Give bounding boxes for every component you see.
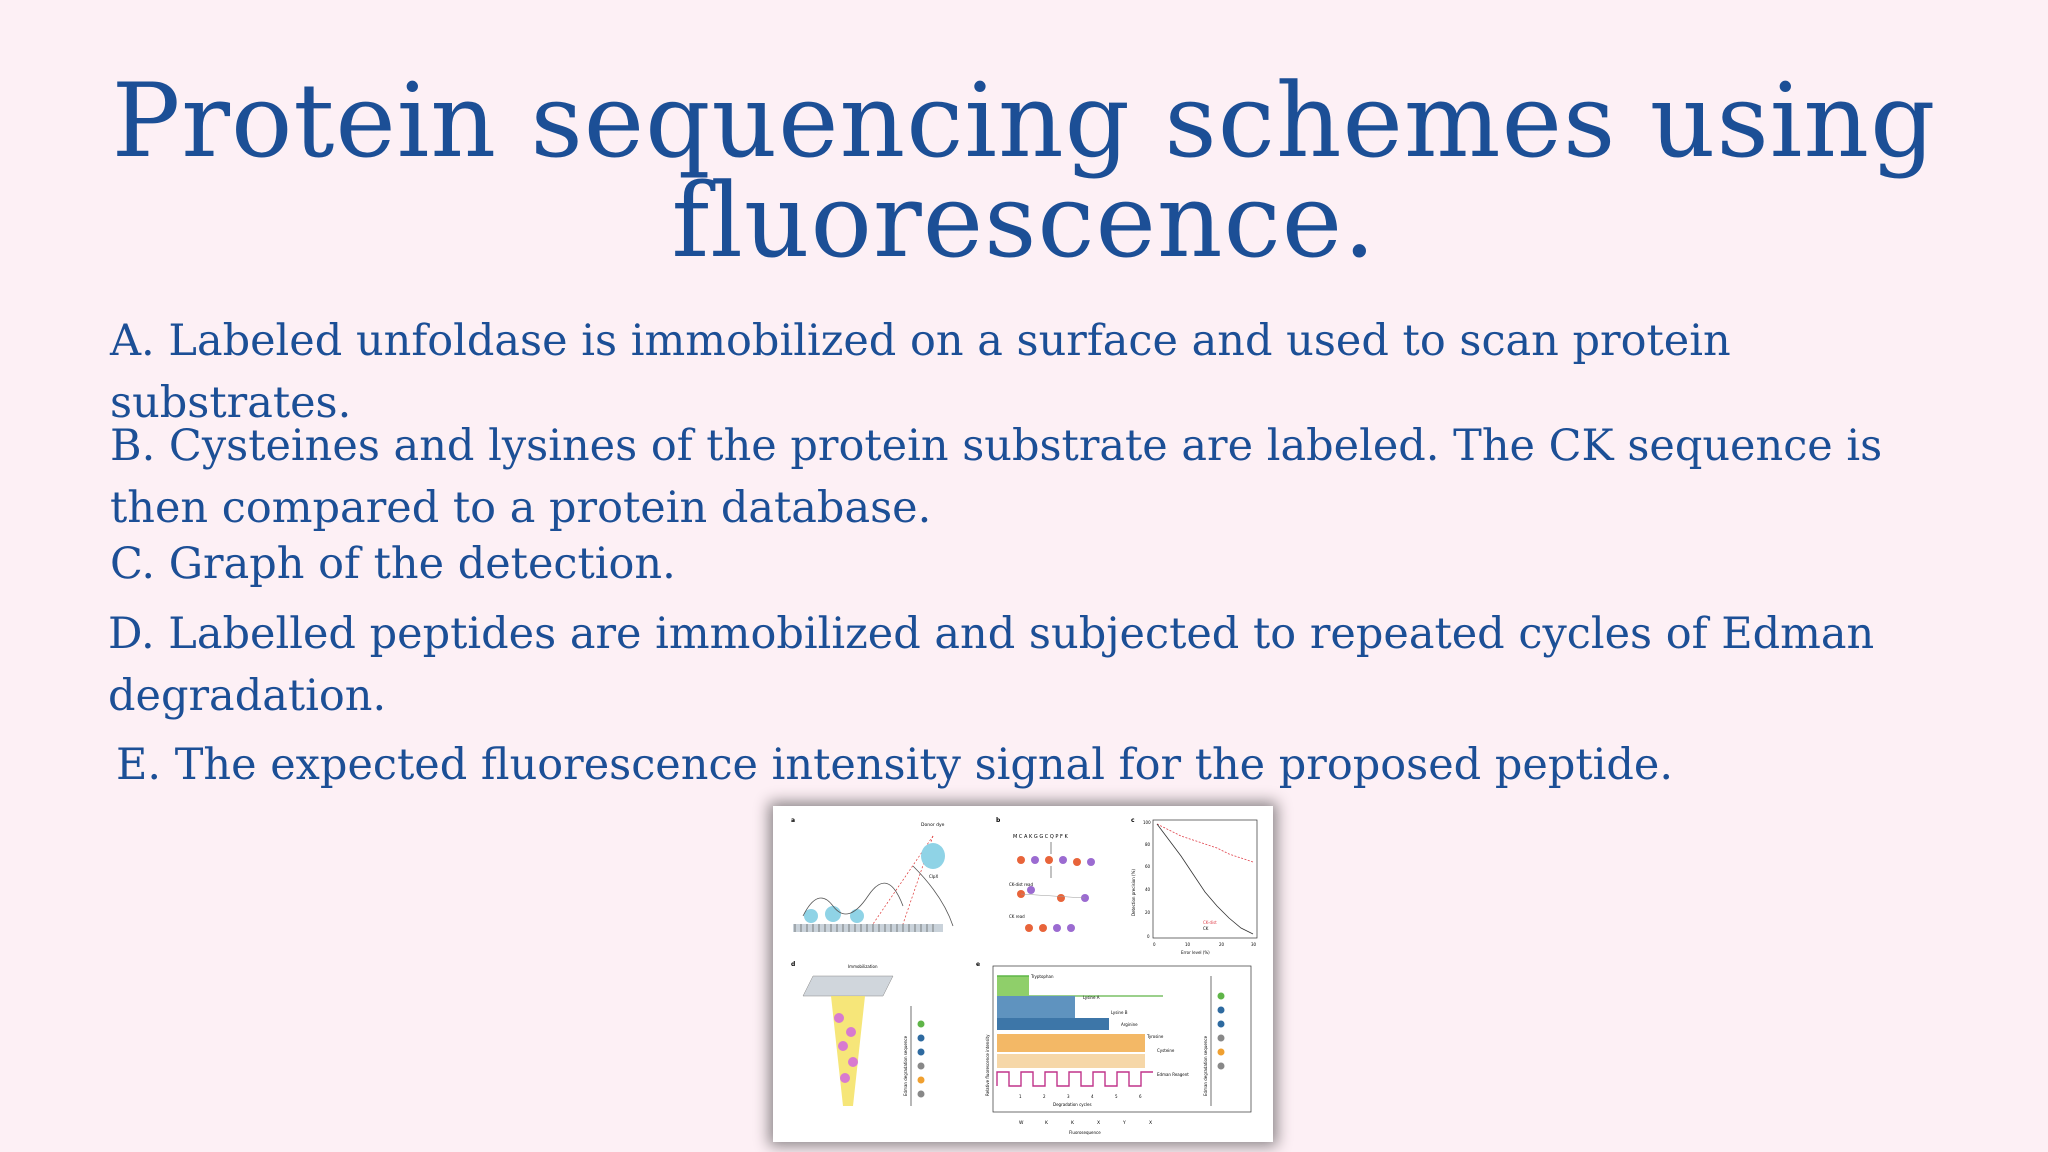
panel-label-b: b [996,817,1001,824]
panel-c-ylabel: Detection precision (%) [1131,869,1136,916]
bullet-a: A. Labeled unfoldase is immobilized on a… [110,316,1731,428]
bullet-d: D. Labelled peptides are immobilized and… [108,609,1875,721]
panel-b-illustration: M C A K G G C Q P F K CK-dist read CK re… [1009,834,1095,932]
panel-c-ytick: 60 [1145,864,1151,869]
panel-c-legend-ckdist: CK-dist [1203,920,1217,925]
bullet-c: C. Graph of the detection. [110,539,676,589]
panel-a-illustration: Donor dye ClpX [793,822,954,932]
panel-d-illustration: Immobilization Edman degradation sequenc… [802,964,925,1106]
panel-c-xlabel: Error level (%) [1181,950,1210,955]
bullet-b: B. Cysteines and lysines of the protein … [110,421,1883,533]
bullet-e: E. The expected fluorescence intensity s… [116,740,1674,790]
panel-e-xtick: 1 [1019,1094,1022,1099]
panel-e-xlabel: Degradation cycles [1053,1102,1092,1107]
panel-e-xtick: 6 [1139,1094,1142,1099]
panel-e-xtick: 4 [1091,1094,1094,1099]
label-tyrosine: Tyrosine [1146,1034,1164,1039]
label-edman: Edman Reagent [1157,1072,1189,1077]
panel-e-chart: Relative fluorescence intensity Tryptoph… [985,965,1252,1135]
seq-letter: Y [1122,1120,1126,1126]
figure-svg: a b c d e [791,817,1258,1135]
seq-letter: K [1071,1120,1075,1126]
fluorosequence-label: Fluorosequence [1069,1130,1101,1135]
figure-panel: a b c d e [773,806,1273,1142]
panel-label-a: a [791,817,795,824]
seq-letter: X [1097,1120,1100,1126]
seq-letter: K [1045,1120,1049,1126]
panel-c-legend-ck: CK [1203,926,1209,931]
panel-c-ytick: 40 [1145,887,1151,892]
slide-title-line2: fluorescence. [671,162,1377,281]
panel-label-d: d [791,961,795,968]
slide-title-line1: Protein sequencing schemes using [111,62,1937,181]
seq-letter: W [1019,1120,1024,1126]
panel-c-ytick: 20 [1145,910,1151,915]
label-lysine-a: Lysine A [1083,995,1100,1000]
panel-e-right-axis: Edman degradation sequence [1203,1035,1208,1096]
label-tryptophan: Tryptophan [1030,974,1054,979]
panel-b-sequence: M C A K G G C Q P F K [1013,834,1068,840]
panel-c-chart: 100 80 60 40 20 0 0 10 20 30 Error level… [1131,819,1258,955]
panel-e-xtick: 5 [1115,1094,1118,1099]
panel-c-xtick: 20 [1219,942,1225,947]
seq-letter: X [1149,1120,1152,1126]
label-arginine: Arginine [1121,1022,1138,1027]
ck-dist-read-label: CK-dist read [1009,882,1033,887]
panel-c-ytick: 0 [1147,934,1150,939]
panel-c-xtick: 0 [1153,942,1156,947]
panel-label-c: c [1131,817,1135,824]
panel-c-xtick: 30 [1251,942,1257,947]
clpx-label: ClpX [929,874,938,879]
panel-c-ytick: 80 [1145,842,1151,847]
slide-title: Protein sequencing schemes using fluores… [0,62,2048,281]
panel-e-ylabel: Relative fluorescence intensity [985,1034,990,1096]
donor-dye-label: Donor dye [921,822,945,828]
panel-e-xtick: 3 [1067,1094,1070,1099]
ck-read-label: CK read [1009,914,1025,919]
label-cysteine: Cysteine [1157,1048,1175,1053]
panel-label-e: e [976,961,980,968]
panel-c-ytick: 100 [1143,820,1151,825]
panel-d-axis-label: Edman degradation sequence [903,1035,908,1096]
label-lysine-b: Lysine B [1111,1010,1128,1015]
panel-c-xtick: 10 [1185,942,1191,947]
immobilization-label: Immobilization [848,964,878,969]
panel-e-xtick: 2 [1043,1094,1046,1099]
